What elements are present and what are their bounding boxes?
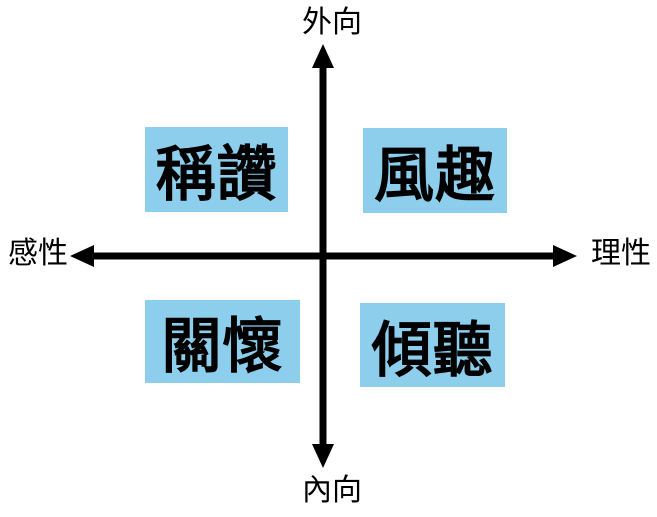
quadrant-label: 傾聽 [371,317,494,384]
quadrant-box-top-left: 稱讚 [145,127,288,212]
axis-label-bottom: 內向 [302,474,362,507]
axis-label-right: 理性 [591,237,651,270]
down-arrowhead-icon [312,444,334,468]
axis-label-top: 外向 [302,6,362,39]
quadrant-box-bottom-right: 傾聽 [360,303,505,387]
quadrant-label: 稱讚 [155,142,278,208]
quadrant-label: 風趣 [374,143,496,209]
quadrant-box-bottom-left: 關懷 [145,300,300,383]
right-arrowhead-icon [553,245,577,267]
up-arrowhead-icon [312,44,334,68]
quadrant-label: 關懷 [161,314,284,380]
axis-label-left: 感性 [8,237,68,270]
left-arrowhead-icon [70,245,94,267]
quadrant-box-top-right: 風趣 [363,128,507,213]
